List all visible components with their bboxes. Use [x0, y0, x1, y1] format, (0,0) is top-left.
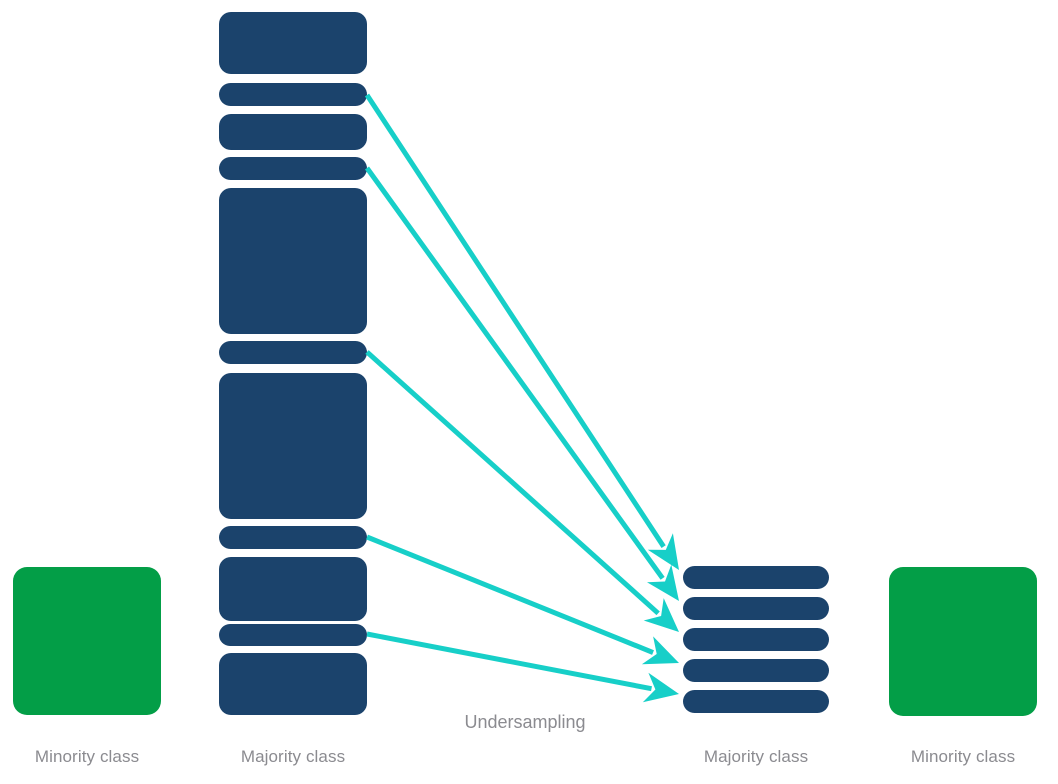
arrow-2-head	[647, 564, 679, 601]
majority-class-before-block	[219, 653, 367, 715]
majority-class-after-block	[683, 628, 829, 651]
arrow-5-head	[642, 672, 679, 703]
arrow-5	[366, 631, 679, 703]
majority-class-before-block	[219, 526, 367, 549]
minority-class-before-block	[13, 567, 161, 715]
arrow-4-head	[641, 636, 679, 665]
caption-minority-class-before: Minority class	[34, 747, 140, 766]
majority-class-before-block	[219, 373, 367, 519]
majority-class-after-block	[683, 659, 829, 682]
caption-majority-class-before: Majority class	[240, 747, 346, 766]
arrow-4	[366, 534, 679, 665]
caption-minority-class-after: Minority class	[910, 747, 1016, 766]
majority-class-before-block	[219, 114, 367, 150]
arrow-3-head	[643, 598, 679, 632]
minority-class-after-block	[889, 567, 1037, 716]
majority-class-before-block	[219, 83, 367, 106]
arrow-2	[364, 166, 679, 601]
majority-class-before-block	[219, 341, 367, 364]
majority-class-before-block	[219, 157, 367, 180]
caption-majority-class-after: Majority class	[703, 747, 809, 766]
arrow-1-head	[647, 533, 679, 570]
majority-class-after-block	[683, 597, 829, 620]
majority-class-before-block	[219, 557, 367, 621]
majority-class-after-block	[683, 690, 829, 713]
majority-class-before-block	[219, 188, 367, 334]
arrow-3	[365, 350, 679, 632]
majority-class-after-block	[683, 566, 829, 589]
arrow-1	[364, 93, 679, 570]
majority-class-before-block	[219, 624, 367, 646]
process-label-undersampling: Undersampling	[464, 712, 586, 732]
majority-class-before-block	[219, 12, 367, 74]
